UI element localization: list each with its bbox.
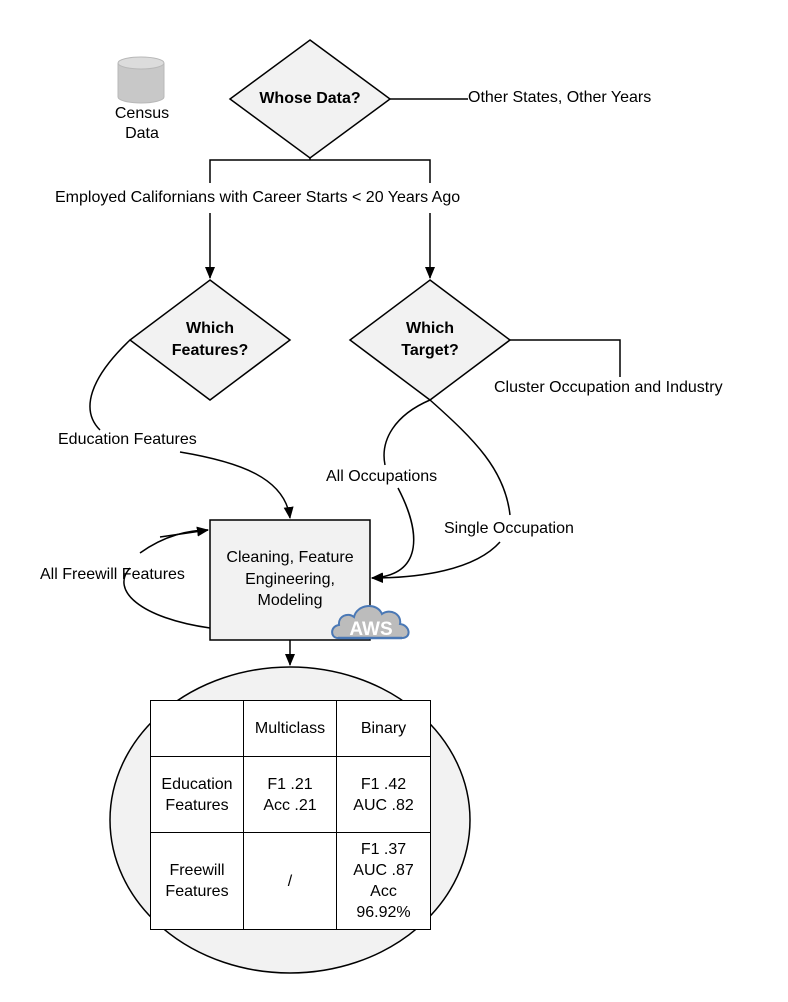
curve-target-to-single bbox=[429, 399, 511, 516]
connector-split bbox=[209, 158, 431, 183]
results-header-multiclass: Multiclass bbox=[243, 700, 337, 757]
results-header-binary: Binary bbox=[336, 700, 431, 757]
connector-cluster bbox=[510, 339, 621, 377]
arrow-single-to-process bbox=[371, 541, 501, 583]
curve-features-to-edu bbox=[89, 339, 131, 431]
all-freewill-features-label: All Freewill Features bbox=[40, 566, 185, 583]
other-states-label: Other States, Other Years bbox=[468, 89, 652, 106]
results-corner-cell bbox=[150, 700, 244, 757]
which-features-diamond bbox=[128, 279, 292, 401]
aws-cloud-icon: AWS bbox=[331, 605, 410, 640]
whose-data-label: Whose Data? bbox=[259, 90, 361, 107]
loop-freewill-arrow bbox=[159, 526, 209, 538]
employed-californians-label: Employed Californians with Career Starts… bbox=[55, 189, 461, 206]
freewill-multiclass-cell: / bbox=[243, 832, 337, 930]
cluster-occupation-label: Cluster Occupation and Industry bbox=[494, 379, 723, 396]
single-occupation-label: Single Occupation bbox=[444, 520, 574, 537]
all-occupations-label: All Occupations bbox=[326, 468, 438, 485]
arrow-all-to-process bbox=[371, 487, 415, 583]
results-header-row: Multiclass Binary bbox=[150, 700, 431, 757]
education-features-label: Education Features bbox=[58, 431, 197, 448]
curve-target-to-all bbox=[383, 399, 431, 466]
database-icon bbox=[117, 56, 165, 104]
arrow-edu-to-process bbox=[179, 451, 294, 519]
aws-label: AWS bbox=[349, 619, 392, 640]
